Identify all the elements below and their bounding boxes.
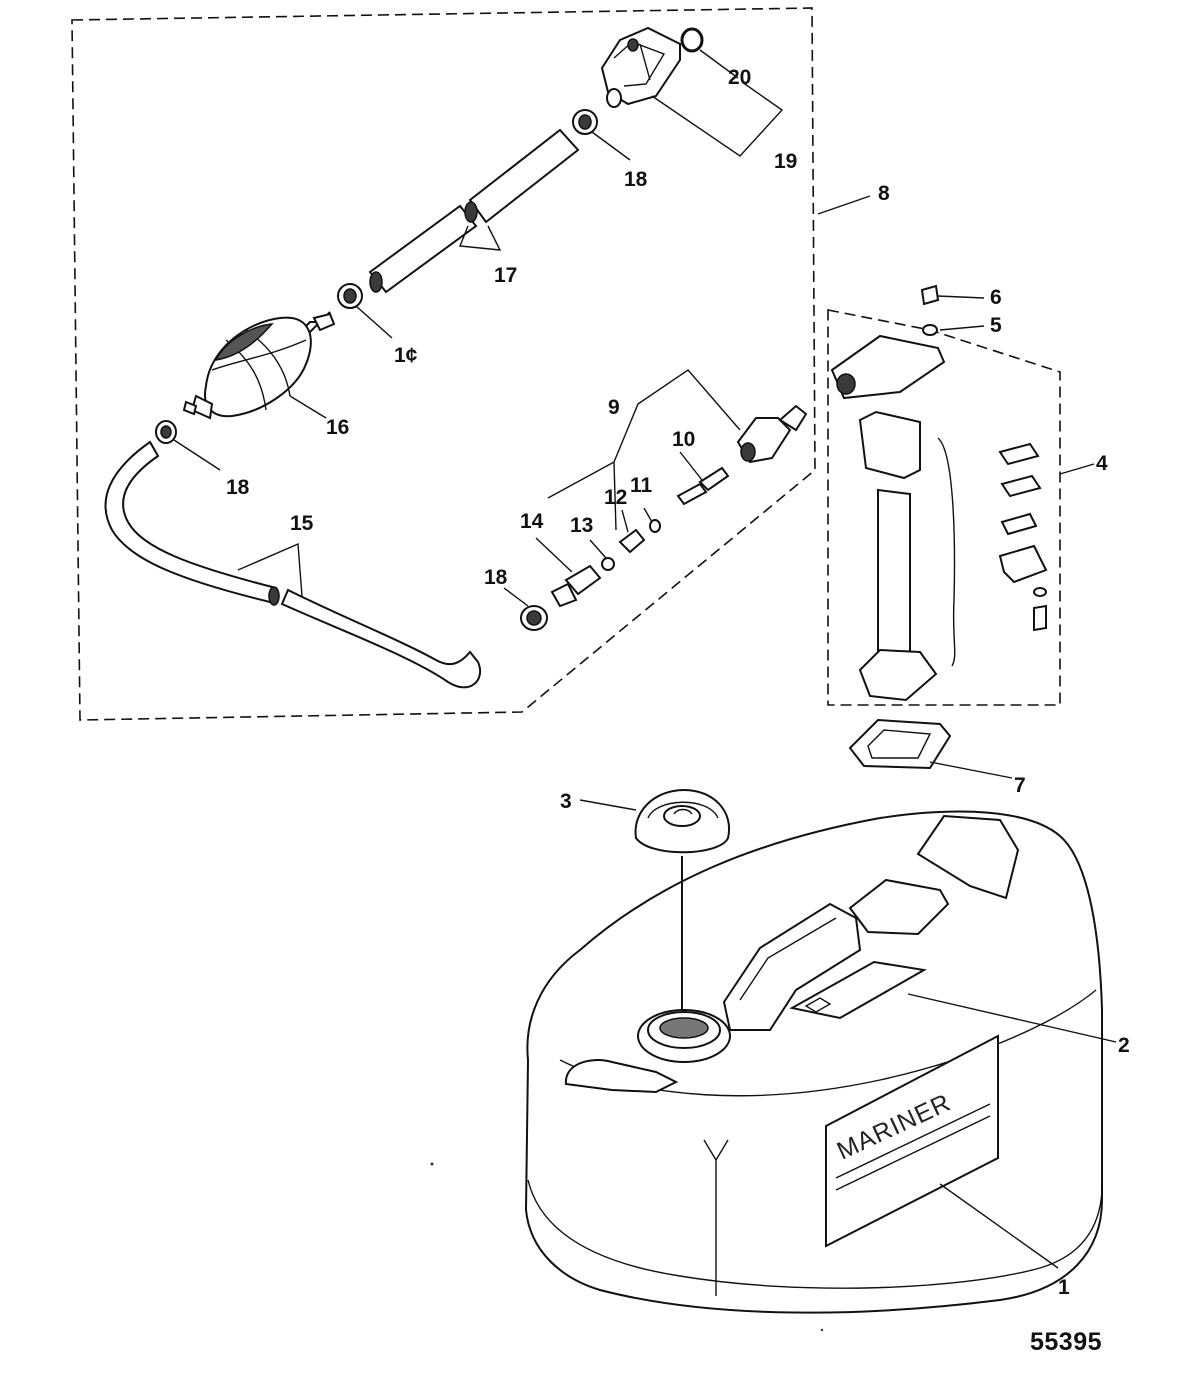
- callout-3: 3: [560, 790, 572, 813]
- filler-cap: [634, 788, 731, 854]
- callout-13: 13: [570, 514, 593, 537]
- fuel-line-group-boundary: [71, 7, 816, 721]
- callout-7: 7: [1014, 774, 1026, 797]
- fuel-fitting-assembly: [550, 404, 808, 608]
- callout-8: 8: [878, 182, 890, 205]
- callout-6: 6: [990, 286, 1002, 309]
- callout-18-left: 18: [226, 476, 250, 499]
- scan-dot: [820, 1328, 824, 1332]
- fuel-tank: MARINER: [524, 810, 1103, 1314]
- gauge-window-parts: [998, 442, 1048, 632]
- callout-16: 16: [326, 416, 349, 439]
- o-ring: [680, 27, 704, 53]
- hose-clamp-left: [155, 420, 177, 444]
- drawing-number: 55395: [1030, 1328, 1103, 1356]
- callout-20: 20: [728, 66, 751, 89]
- hose-clamp-bottom: [520, 605, 548, 631]
- scan-dot: [430, 1162, 434, 1166]
- callout-15: 15: [290, 512, 314, 535]
- callout-9: 9: [608, 396, 620, 419]
- callout-12: 12: [604, 486, 627, 509]
- fuel-connector: [600, 26, 681, 108]
- washer: [922, 324, 938, 336]
- callout-18-top: 18: [624, 168, 648, 191]
- leader-lines: [173, 49, 1117, 1269]
- callout-2: 2: [1118, 1034, 1130, 1057]
- callout-19: 19: [774, 150, 797, 173]
- callout-11: 11: [630, 474, 653, 497]
- callout-14: 14: [520, 510, 544, 533]
- callout-1: 1: [1058, 1276, 1070, 1299]
- callout-10: 10: [672, 428, 695, 451]
- callout-17: 17: [494, 264, 517, 287]
- callout-18-bottom: 18: [484, 566, 508, 589]
- gauge-assembly-boundary: [827, 309, 1061, 706]
- fuel-hose-lower: [104, 440, 481, 689]
- hose-clamp-upper-mid: [337, 283, 363, 309]
- fuel-hose-upper: [368, 128, 580, 294]
- callout-4: 4: [1096, 452, 1108, 475]
- callout-5: 5: [990, 314, 1002, 337]
- callout-numbers: 20 19 18 8 17 6 5 1¢ 9 16 10 4 11 18 12 …: [226, 66, 1130, 1299]
- screw: [920, 284, 940, 306]
- gasket: [848, 718, 952, 770]
- fuel-gauge-assembly: [830, 334, 1048, 702]
- primer-bulb: [182, 311, 336, 420]
- hose-clamp-top: [572, 109, 598, 135]
- callout-18-mid: 1¢: [394, 344, 418, 367]
